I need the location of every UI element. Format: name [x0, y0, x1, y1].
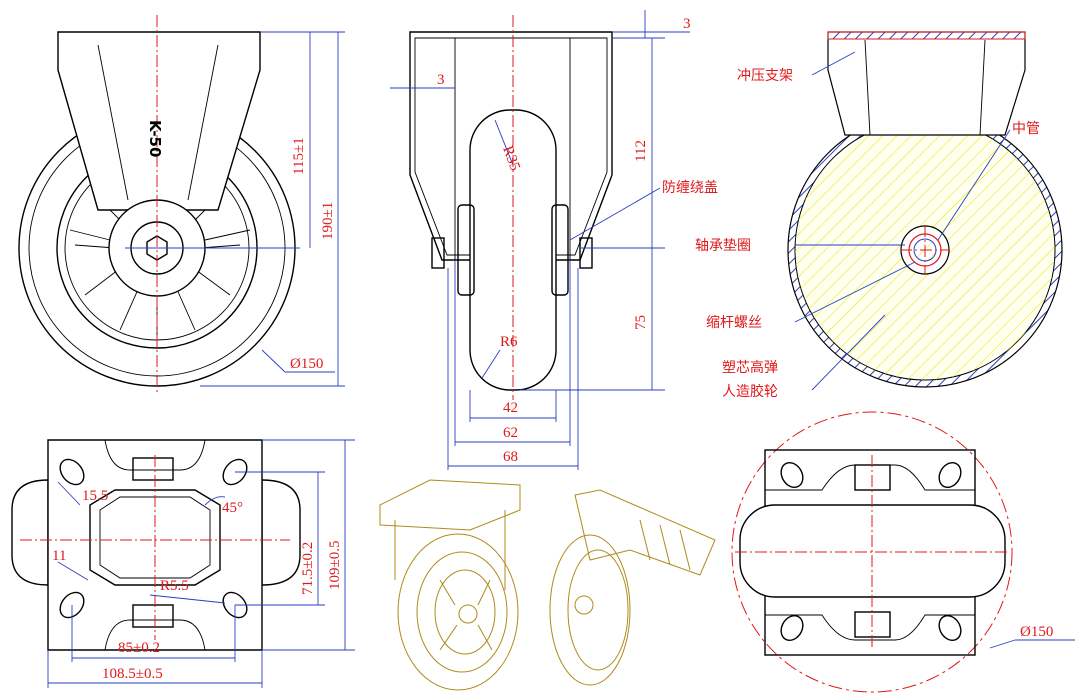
label-wheel-line2: 人造胶轮: [722, 383, 778, 400]
plate-outer-height: 109±0.5: [327, 541, 343, 590]
label-stamped-bracket: 冲压支架: [737, 68, 793, 84]
plate-inner-width: 85±0.2: [118, 640, 160, 656]
plate-slot-width: 11: [52, 548, 66, 564]
plate-corner-radius: R5.5: [160, 578, 189, 594]
iso-view-left: [379, 479, 521, 691]
label-shrink-rod-thread: 缩杆螺丝: [706, 315, 762, 331]
top-diameter: Ø150: [1020, 624, 1053, 640]
side-view: 3 3 112 75 R35 R6 42 62 68 防缠绕盖: [390, 10, 718, 470]
plate-thickness-top: 3: [683, 16, 691, 32]
front-diameter: Ø150: [290, 356, 323, 372]
side-height-lower: 75: [633, 315, 649, 330]
iso-view-right: [549, 489, 716, 686]
section-view: 冲压支架 中管 轴承垫圈 缩杆螺丝 塑芯高弹 人造胶轮: [695, 31, 1063, 400]
plate-outer-width: 108.5±0.5: [102, 666, 163, 682]
label-center-tube: 中管: [1012, 121, 1040, 137]
front-total-dim: 190±1: [320, 202, 336, 240]
label-wheel-line1: 塑芯高弹: [722, 359, 778, 376]
wheel-mark: K-50: [146, 120, 164, 157]
plate-hole-dia: 15.5: [82, 488, 108, 504]
plate-view: 71.5±0.2 109±0.5 85±0.2 108.5±0.5 15.5 4…: [11, 439, 355, 688]
width-tread: 42: [503, 400, 518, 416]
front-height-dim: 115±1: [291, 137, 307, 175]
width-total: 68: [503, 449, 518, 465]
top-view: Ø150: [731, 411, 1075, 693]
label-anti-wrap-cover: 防缠绕盖: [662, 179, 718, 196]
width-hub: 62: [503, 425, 518, 441]
radius-bottom: R6: [500, 334, 518, 350]
plate-inner-height: 71.5±0.2: [300, 542, 316, 595]
label-bearing-washer: 轴承垫圈: [695, 238, 751, 254]
side-height-upper: 112: [633, 140, 649, 162]
plate-thickness-side: 3: [437, 72, 445, 88]
plate-angle: 45°: [222, 500, 243, 516]
front-view: K-50 115±1 190±1 Ø150: [18, 15, 345, 395]
